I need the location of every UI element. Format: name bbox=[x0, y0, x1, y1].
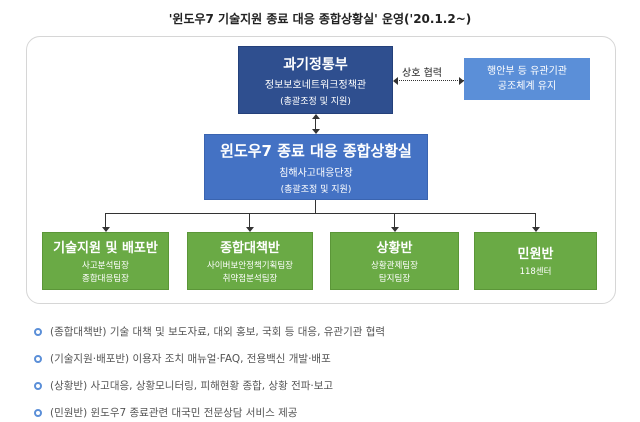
ministry-sub: 정보보호네트워크정책관 bbox=[264, 79, 367, 91]
note-item: (민원반) 윈도우7 종료관련 대국민 전문상담 서비스 제공 bbox=[34, 399, 385, 422]
team-drop-3 bbox=[535, 213, 536, 227]
team-title: 상황반 bbox=[376, 240, 413, 256]
bullet-icon bbox=[34, 381, 42, 390]
team-box-tech-support: 기술지원 및 배포반 사고분석팀장 종합대응팀장 bbox=[42, 232, 169, 290]
note-item: (종합대책반) 기술 대책 및 보도자료, 대외 홍보, 국회 등 대응, 유관… bbox=[34, 318, 385, 345]
team-box-civil-service: 민원반 118센터 bbox=[474, 232, 597, 290]
partner-agency-box: 행안부 등 유관기관 공조체계 유지 bbox=[464, 58, 590, 100]
team-member: 상황관제팀장 bbox=[371, 260, 418, 271]
situation-room-box: 윈도우7 종료 대응 종합상황실 침해사고대응단장 (총괄조정 및 지원) bbox=[204, 134, 428, 200]
team-title: 기술지원 및 배포반 bbox=[53, 240, 158, 256]
diagram-title: '윈도우7 기술지원 종료 대응 종합상황실' 운영('20.1.2~) bbox=[168, 12, 472, 26]
team-box-general-measures: 종합대책반 사이버보안정책기획팀장 취약점분석팀장 bbox=[187, 232, 313, 290]
team-drop-0 bbox=[105, 213, 106, 227]
note-item: (상황반) 사고대응, 상황모니터링, 피해현황 종합, 상황 전파·보고 bbox=[34, 372, 385, 399]
note-item: (기술지원·배포반) 이용자 조치 매뉴얼·FAQ, 전용백신 개발·배포 bbox=[34, 345, 385, 372]
bullet-icon bbox=[34, 354, 42, 363]
bullet-icon bbox=[34, 327, 42, 336]
team-title: 민원반 bbox=[517, 247, 554, 262]
ministry-box: 과기정통부 정보보호네트워크정책관 (총괄조정 및 지원) bbox=[238, 46, 393, 114]
team-member: 118센터 bbox=[519, 267, 552, 277]
team-member: 종합대응팀장 bbox=[82, 273, 129, 284]
arrow-down-icon bbox=[102, 227, 110, 232]
arrow-down-icon bbox=[246, 227, 254, 232]
team-member: 탐지팀장 bbox=[378, 273, 411, 284]
cooperation-line bbox=[394, 80, 464, 81]
situation-room-note: (총괄조정 및 지원) bbox=[280, 184, 352, 195]
team-box-situation: 상황반 상황관제팀장 탐지팀장 bbox=[330, 232, 459, 290]
note-text: (종합대책반) 기술 대책 및 보도자료, 대외 홍보, 국회 등 대응, 유관… bbox=[50, 326, 386, 338]
arrow-down-icon bbox=[391, 227, 399, 232]
team-member: 사이버보안정책기획팀장 bbox=[206, 260, 294, 271]
team-drop-1 bbox=[249, 213, 250, 227]
arrow-right-icon bbox=[459, 77, 464, 85]
arrow-down-icon bbox=[532, 227, 540, 232]
note-text: (상황반) 사고대응, 상황모니터링, 피해현황 종합, 상황 전파·보고 bbox=[50, 380, 334, 392]
team-member: 취약점분석팀장 bbox=[222, 273, 278, 284]
team-bus-line bbox=[105, 213, 536, 214]
team-drop-2 bbox=[394, 213, 395, 227]
arrow-down-icon bbox=[312, 129, 320, 134]
note-text: (민원반) 윈도우7 종료관련 대국민 전문상담 서비스 제공 bbox=[50, 407, 298, 419]
center-down-connector bbox=[315, 200, 316, 214]
team-title: 종합대책반 bbox=[220, 240, 280, 256]
arrow-left-icon bbox=[393, 77, 398, 85]
team-member: 사고분석팀장 bbox=[82, 260, 129, 271]
top-center-connector bbox=[315, 118, 316, 131]
bullet-icon bbox=[34, 408, 42, 417]
cooperation-label: 상호 협력 bbox=[402, 68, 442, 79]
ministry-title: 과기정통부 bbox=[283, 56, 348, 73]
situation-room-title: 윈도우7 종료 대응 종합상황실 bbox=[220, 141, 412, 160]
situation-room-sub: 침해사고대응단장 bbox=[279, 167, 353, 179]
notes-list: (종합대책반) 기술 대책 및 보도자료, 대외 홍보, 국회 등 대응, 유관… bbox=[34, 318, 385, 422]
ministry-note: (총괄조정 및 지원) bbox=[280, 96, 351, 107]
partner-line-1: 행안부 등 유관기관 bbox=[487, 66, 567, 77]
partner-line-2: 공조체계 유지 bbox=[497, 81, 557, 92]
note-text: (기술지원·배포반) 이용자 조치 매뉴얼·FAQ, 전용백신 개발·배포 bbox=[50, 353, 331, 365]
arrow-up-icon bbox=[312, 114, 320, 119]
